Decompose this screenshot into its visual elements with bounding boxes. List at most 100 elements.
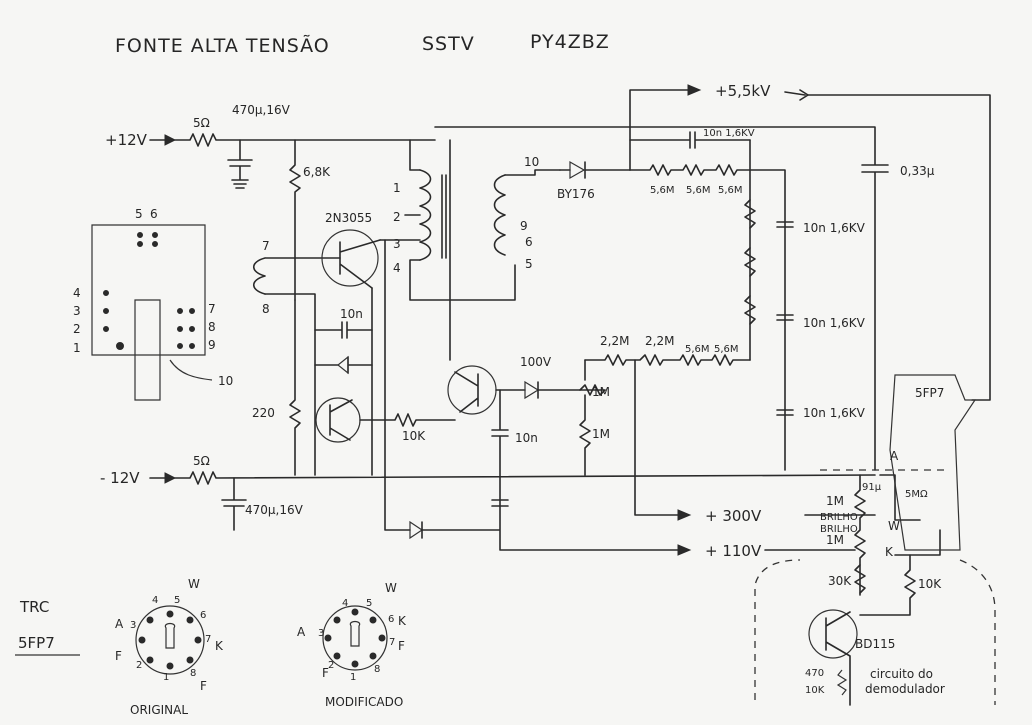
- rail-neg12-label: - 12V: [100, 469, 140, 487]
- r10k-small-label: 10K: [805, 685, 825, 696]
- tr-pin-3: 3: [393, 237, 401, 251]
- c10n-top-capacitor: [629, 131, 751, 149]
- rail-plus12-label: +12V: [105, 131, 148, 149]
- primary-top-lead: [409, 139, 421, 171]
- base-original-p2: 2: [136, 660, 142, 671]
- fb-pin-8: 8: [262, 302, 270, 316]
- rail-300-label: + 300V: [705, 507, 762, 525]
- base-mod-w: W: [385, 581, 397, 595]
- zener-label: 100V: [520, 355, 552, 369]
- r5m6-top3-label: 5,6M: [718, 185, 743, 196]
- socket-pin-3: 3: [73, 304, 81, 318]
- socket-pin-9: 9: [208, 338, 216, 352]
- base-original-a: A: [115, 617, 124, 631]
- c10n-top-label: 10n 1,6KV: [703, 128, 755, 139]
- crt-k-label: K: [885, 545, 894, 559]
- r1m-brilho-label: 1M: [826, 494, 844, 508]
- socket-pin-10: 10: [218, 374, 233, 388]
- tr-pin-10: 10: [524, 155, 539, 169]
- r30k-resistor: [854, 564, 866, 594]
- q-lower-symbol: [329, 399, 353, 441]
- divider-chain: [584, 354, 751, 366]
- r220-resistor: [289, 299, 301, 476]
- primary-winding: [419, 169, 432, 261]
- r6k8-resistor: [289, 139, 301, 301]
- tr-pin-5: 5: [525, 257, 533, 271]
- base-original-w: W: [188, 577, 200, 591]
- socket-pin-7: 7: [208, 302, 216, 316]
- base-original-pins: [138, 610, 202, 670]
- c470-top-capacitor: [227, 139, 253, 189]
- r470-label: 470: [805, 668, 824, 679]
- rail-110-label: + 110V: [705, 542, 762, 560]
- base-mod-p3: 3: [318, 628, 324, 639]
- base-original-k: K: [215, 639, 224, 653]
- base-mod-p1: 1: [350, 672, 356, 683]
- base-mod-caption: MODIFICADO: [325, 695, 403, 709]
- plus12-arrow: [164, 134, 177, 146]
- secondary-top-lead: [504, 169, 561, 176]
- feedback-winding: [252, 257, 341, 295]
- v110-line: [421, 499, 681, 551]
- neg12-arrow: [164, 472, 177, 484]
- ladder-capacitors: [776, 221, 794, 416]
- r1m-low-label: 1M: [826, 533, 844, 547]
- bd115-body: [808, 609, 858, 659]
- base-mod-f2: F: [398, 639, 405, 653]
- c470-bot-label: 470μ,16V: [245, 503, 304, 517]
- by176-cathode: [584, 161, 631, 179]
- trc-tube-label: 5FP7: [18, 634, 55, 652]
- base-original-p7: 7: [205, 634, 211, 645]
- zener-100v: [524, 380, 540, 400]
- q-lower-body: [315, 397, 361, 443]
- c91-label: 91μ: [862, 482, 882, 493]
- title-text: FONTE ALTA TENSÃO: [115, 34, 330, 57]
- hv-arrow2-lead: [784, 91, 806, 96]
- c-110-capacitor: [491, 499, 509, 507]
- trc-label: TRC: [19, 598, 49, 616]
- c10n-fb-label: 10n: [340, 307, 363, 321]
- c033-path: [434, 126, 889, 471]
- mode-text: SSTV: [422, 33, 475, 55]
- bottom-supply-rail: [174, 471, 876, 485]
- bd115-label: BD115: [855, 637, 895, 651]
- by176-label: BY176: [557, 187, 595, 201]
- r5m6-b-label: 5,6M: [714, 344, 739, 355]
- primary-taps: [379, 214, 516, 301]
- base-mod-p7: 7: [389, 637, 395, 648]
- emitter-line: [264, 293, 316, 476]
- r2m2-a-label: 2,2M: [600, 334, 629, 348]
- r10k-resistor: [859, 554, 916, 616]
- socket-pin-6: 6: [150, 207, 158, 221]
- tr-pin-4: 4: [393, 261, 401, 275]
- c10n-16a-label: 10n 1,6KV: [803, 221, 866, 235]
- socket-pin10-lead: [169, 359, 213, 381]
- r1m-b-label: 1M: [592, 427, 610, 441]
- r10k-base-label: 10K: [402, 429, 426, 443]
- r30k-label: 30K: [828, 574, 852, 588]
- base-mod-a: A: [297, 625, 306, 639]
- r10k-base: [359, 413, 456, 427]
- brilho-chain: [854, 474, 866, 596]
- hv-to-crt-line: [807, 94, 991, 401]
- fb-diode: [337, 355, 349, 375]
- c470-bot-capacitor: [221, 477, 247, 531]
- transformer-core: [441, 174, 447, 259]
- r5-top-label: 5Ω: [193, 116, 210, 130]
- brilho2-label: BRILHO: [820, 524, 858, 535]
- q2n3055-body: [321, 229, 379, 287]
- v110-arrow: [677, 544, 692, 556]
- r5mohm-label: 5MΩ: [905, 489, 928, 500]
- base-mod-p2: 2: [328, 660, 334, 671]
- base-original-circle: [135, 605, 205, 675]
- base-original-p6: 6: [200, 610, 206, 621]
- socket-pin-1: 1: [73, 341, 81, 355]
- base-mod-key: [349, 620, 361, 647]
- by176-diode: [569, 160, 586, 180]
- brilho-label: BRILHO: [820, 512, 858, 523]
- crt-w-lead: [879, 474, 921, 521]
- v110-left-lead: [384, 239, 411, 531]
- r10k-label: 10K: [918, 577, 942, 591]
- callsign-text: PY4ZBZ: [530, 31, 610, 53]
- r1m-b-resistor: [579, 394, 591, 476]
